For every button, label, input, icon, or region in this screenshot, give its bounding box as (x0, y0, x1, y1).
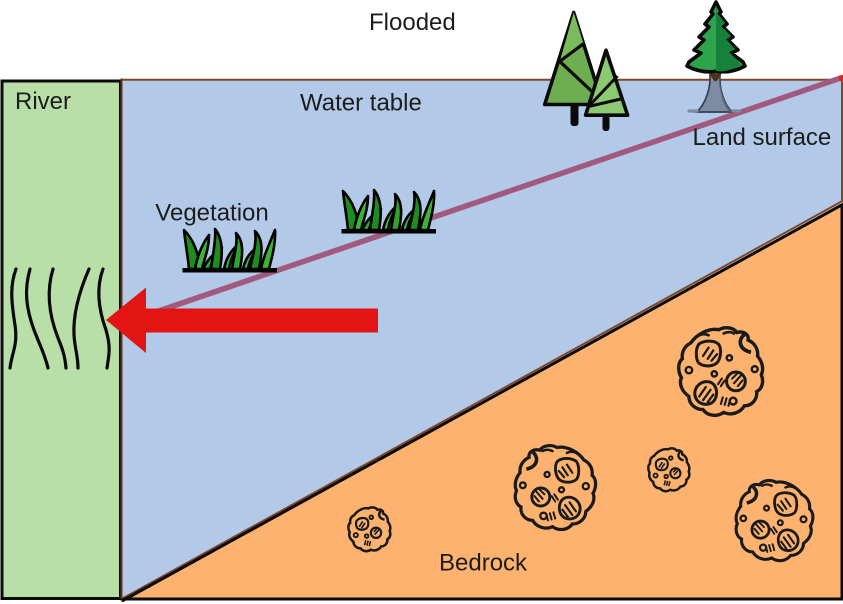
svg-text:Water table: Water table (300, 90, 422, 117)
svg-text:River: River (15, 88, 71, 115)
svg-text:Bedrock: Bedrock (439, 550, 528, 577)
svg-text:Vegetation: Vegetation (155, 200, 268, 227)
svg-text:Flooded: Flooded (369, 9, 456, 36)
svg-text:Land surface: Land surface (693, 124, 832, 151)
